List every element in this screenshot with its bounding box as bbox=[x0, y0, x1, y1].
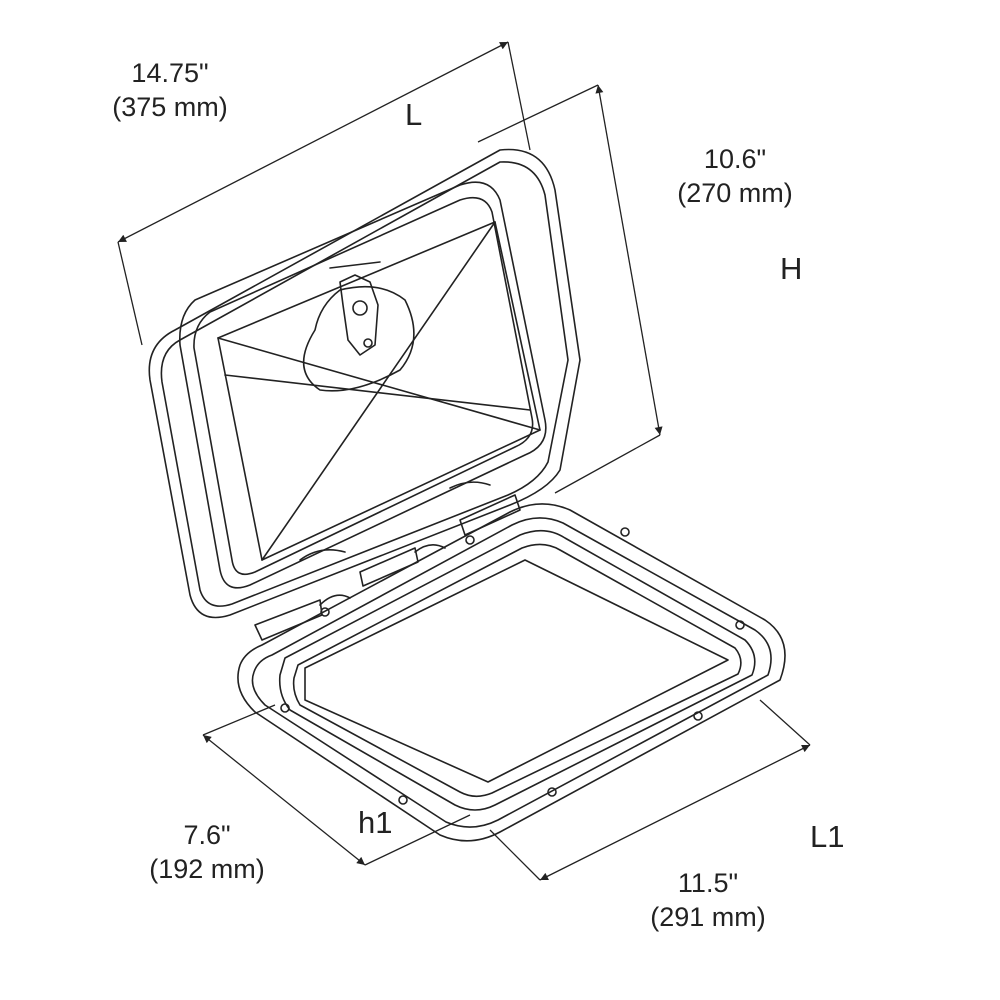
opening-height-inches: 7.6" bbox=[183, 820, 231, 850]
opening-height-symbol: h1 bbox=[358, 805, 393, 840]
opening-length-symbol: L1 bbox=[810, 819, 845, 854]
opening-length-mm: (291 mm) bbox=[650, 902, 766, 932]
dimension-line-L bbox=[117, 41, 531, 346]
dimension-line-L1 bbox=[489, 699, 811, 881]
dimension-line-h1 bbox=[202, 704, 471, 866]
height-label: 10.6" (270 mm) bbox=[660, 142, 810, 210]
height-inches: 10.6" bbox=[703, 144, 767, 174]
hatch-lid bbox=[148, 148, 581, 641]
opening-height-mm: (192 mm) bbox=[149, 854, 265, 884]
length-mm: (375 mm) bbox=[112, 92, 228, 122]
dimension-line-H bbox=[477, 84, 663, 494]
opening-length-label: 11.5" (291 mm) bbox=[633, 866, 783, 934]
length-inches: 14.75" bbox=[131, 58, 209, 88]
length-label: 14.75" (375 mm) bbox=[95, 56, 245, 124]
opening-length-inches: 11.5" bbox=[677, 868, 739, 898]
opening-height-label: 7.6" (192 mm) bbox=[132, 818, 282, 886]
height-symbol: H bbox=[780, 251, 803, 286]
length-symbol: L bbox=[405, 97, 423, 132]
height-mm: (270 mm) bbox=[677, 178, 793, 208]
hatch-base-frame bbox=[237, 503, 786, 842]
